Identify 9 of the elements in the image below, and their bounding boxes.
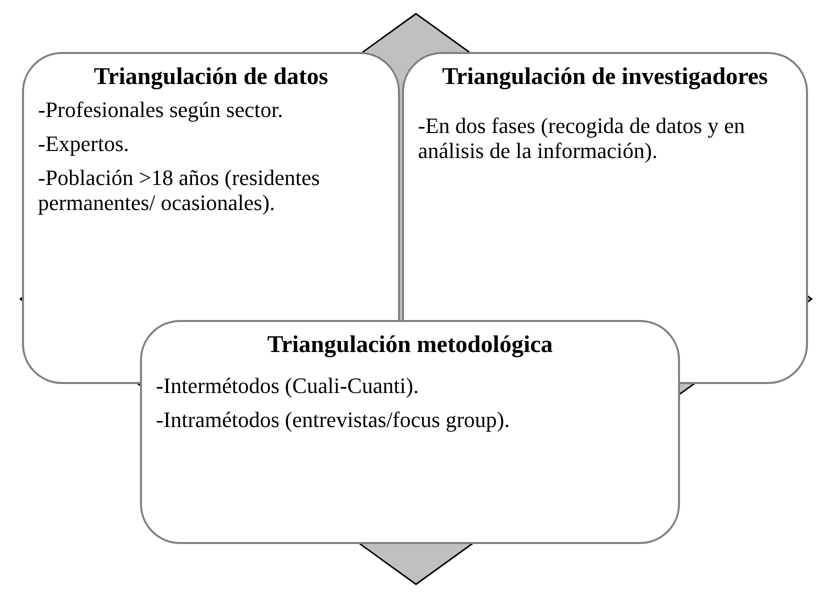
list-item: -Intermétodos (Cuali-Cuanti).: [156, 373, 420, 398]
card-heading: Triangulación de investigadores: [441, 64, 769, 91]
list-item: -Intramétodos (entrevistas/focus group).: [156, 407, 511, 432]
list-item: -Expertos.: [38, 131, 130, 156]
card-heading: Triangulación metodológica: [266, 332, 554, 359]
list-item: -En dos fases (recogida de datos y en análisis de la información).: [418, 113, 746, 163]
card-heading: Triangulación de datos: [92, 64, 330, 91]
list-item: -Población >18 años (residentes permanentes/ ocasionales).: [38, 165, 321, 215]
list-item: -Profesionales según sector.: [38, 97, 284, 122]
